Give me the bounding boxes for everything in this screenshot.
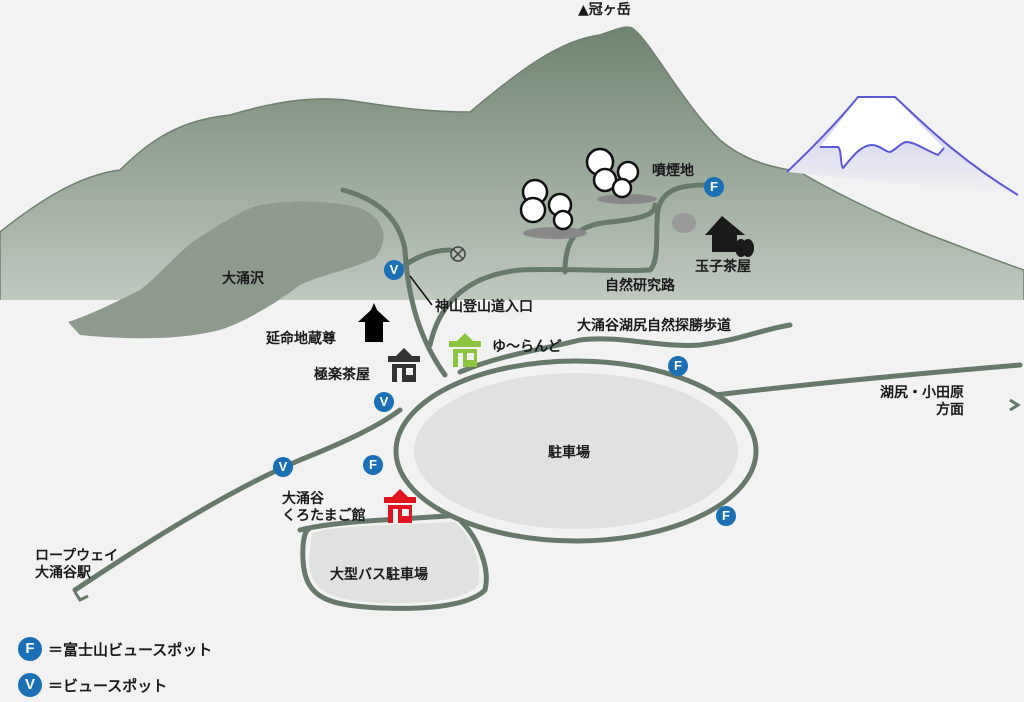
fuji-view-spot-badge[interactable]: F — [363, 455, 383, 475]
mount-fuji-icon — [786, 96, 1019, 196]
fuji-view-spot-badge[interactable]: F — [704, 177, 724, 197]
nature-trail-label[interactable]: 大涌谷湖尻自然探勝歩道 — [577, 318, 731, 334]
view-spot-badge[interactable]: V — [374, 392, 394, 412]
legend-view: V ＝ビュースポット — [18, 673, 167, 697]
tamago-chaya-icon — [672, 213, 754, 257]
arrow-down-icon — [73, 591, 89, 602]
enmei-jizo-label[interactable]: 延命地蔵尊 — [266, 331, 336, 347]
bus-parking-label[interactable]: 大型バス駐車場 — [330, 567, 428, 583]
ropeway-line1: ロープウェイ — [35, 548, 119, 564]
view-legend-icon: V — [18, 673, 42, 697]
arrow-right-icon — [1009, 398, 1021, 412]
owakuzawa-label: 大涌沢 — [222, 271, 264, 287]
yu-land-label[interactable]: ゆ～らんど — [492, 339, 562, 355]
ropeway-line2: 大涌谷駅 — [35, 565, 91, 581]
kurotamago-kan-icon — [384, 489, 416, 523]
gokuraku-chaya-label[interactable]: 極楽茶屋 — [314, 367, 370, 383]
view-spot-badge[interactable]: V — [273, 457, 293, 477]
yu-land-icon — [449, 333, 481, 367]
funen-chi-label[interactable]: 噴煙地 — [652, 163, 694, 179]
kamiyama-trailhead-label[interactable]: 神山登山道入口 — [435, 299, 533, 315]
legend-view-text: ＝ビュースポット — [48, 676, 168, 695]
legend-fuji-view-text: ＝富士山ビュースポット — [48, 640, 213, 659]
fumarole-icon — [519, 147, 657, 239]
ropeway-station-label[interactable]: ロープウェイ 大涌谷駅 — [35, 548, 118, 582]
gokuraku-chaya-icon — [388, 348, 420, 382]
kojiri-odawara-line1: 湖尻・小田原 — [880, 385, 964, 401]
shizen-kenkyuro-label[interactable]: 自然研究路 — [605, 278, 675, 294]
kojiri-odawara-label[interactable]: 湖尻・小田原 方面 — [880, 385, 964, 419]
kurotamago-line1: 大涌谷 — [282, 491, 324, 507]
jizo-shrine-icon — [358, 303, 390, 342]
peak-label: ▲冠ヶ岳 — [578, 2, 631, 18]
parking-label[interactable]: 駐車場 — [548, 445, 590, 461]
fuji-view-legend-icon: F — [18, 637, 42, 661]
fuji-view-spot-badge[interactable]: F — [716, 506, 736, 526]
kojiri-odawara-line2: 方面 — [936, 402, 964, 418]
view-spot-badge[interactable]: V — [384, 260, 404, 280]
legend-fuji-view: F ＝富士山ビュースポット — [18, 637, 212, 661]
trailhead-marker-icon — [450, 246, 466, 262]
owakuzawa-area — [68, 201, 384, 339]
kurotamago-kan-label[interactable]: 大涌谷 くろたまご館 — [282, 491, 366, 525]
kurotamago-line2: くろたまご館 — [282, 508, 366, 524]
fuji-view-spot-badge[interactable]: F — [668, 356, 688, 376]
bus-parking-area — [309, 522, 480, 604]
tamago-chaya-label[interactable]: 玉子茶屋 — [695, 259, 751, 275]
